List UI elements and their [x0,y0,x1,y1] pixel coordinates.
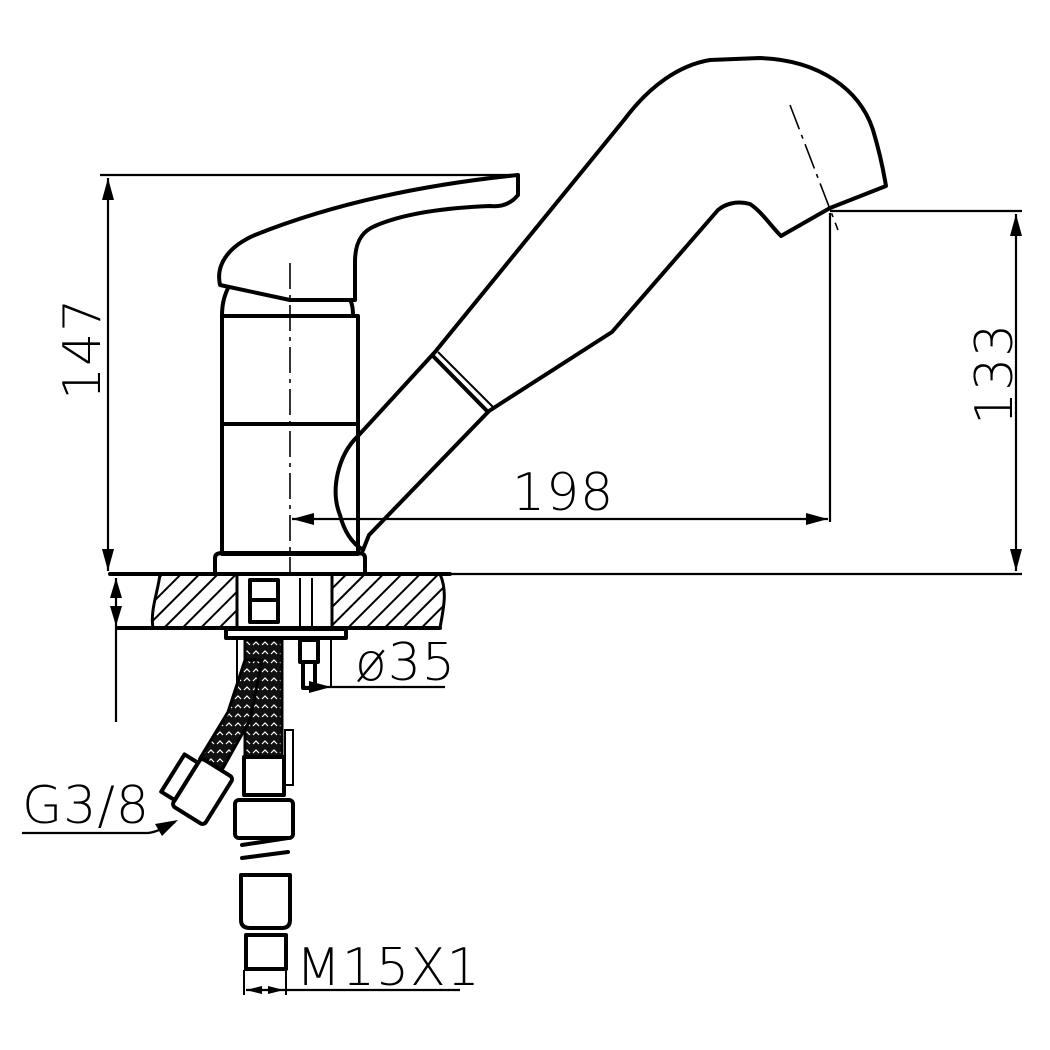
base-flange [213,551,367,574]
dim-label-35: ø35 [355,633,456,693]
hex-nut [233,798,295,840]
adapter-body [239,873,292,930]
dimension-35: ø35 [236,633,456,693]
dimension-m15x1: M15X1 [243,938,481,998]
dimension-133: 133 [370,209,1025,576]
dimension-198: 198 [292,213,832,525]
g38-fitting [159,752,234,826]
spout-ring-b [437,351,494,408]
dim-label-147: 147 [53,298,113,400]
dim-label-198: 198 [512,463,614,523]
spout-ring-a [431,354,490,414]
dimension-g38: G3/8 [22,776,178,836]
thread-lines [240,836,290,860]
faucet-body [213,56,888,574]
dimension-counter-thickness [110,578,122,722]
spout [356,56,888,552]
dim-label-133: 133 [965,323,1025,425]
spout-bottom-curve [333,434,365,552]
clamp-plate [224,627,348,640]
clamp-nut [298,638,320,664]
m15-thread-end [244,933,288,971]
dimension-147: 147 [53,173,518,571]
side-stud [284,729,294,786]
dim-label-m15x1: M15X1 [296,938,481,998]
spray-head-axis [789,104,839,231]
hose-ferrule [242,755,286,797]
lever-handle [217,173,520,302]
supply-hoses [159,638,295,971]
countertop-section [108,572,452,690]
dim-label-g38: G3/8 [22,776,150,836]
